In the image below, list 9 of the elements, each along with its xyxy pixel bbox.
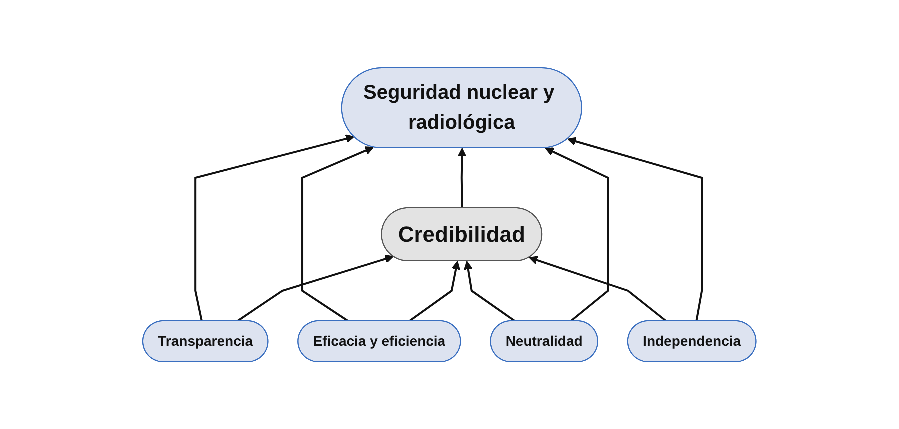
arrow (194, 134, 355, 322)
arrow (545, 147, 610, 322)
arrow (408, 260, 460, 322)
arrow (529, 256, 668, 322)
arrow (236, 254, 394, 322)
arrow (301, 146, 374, 322)
arrow (458, 148, 467, 208)
arrow (464, 260, 516, 322)
arrow (567, 136, 703, 322)
